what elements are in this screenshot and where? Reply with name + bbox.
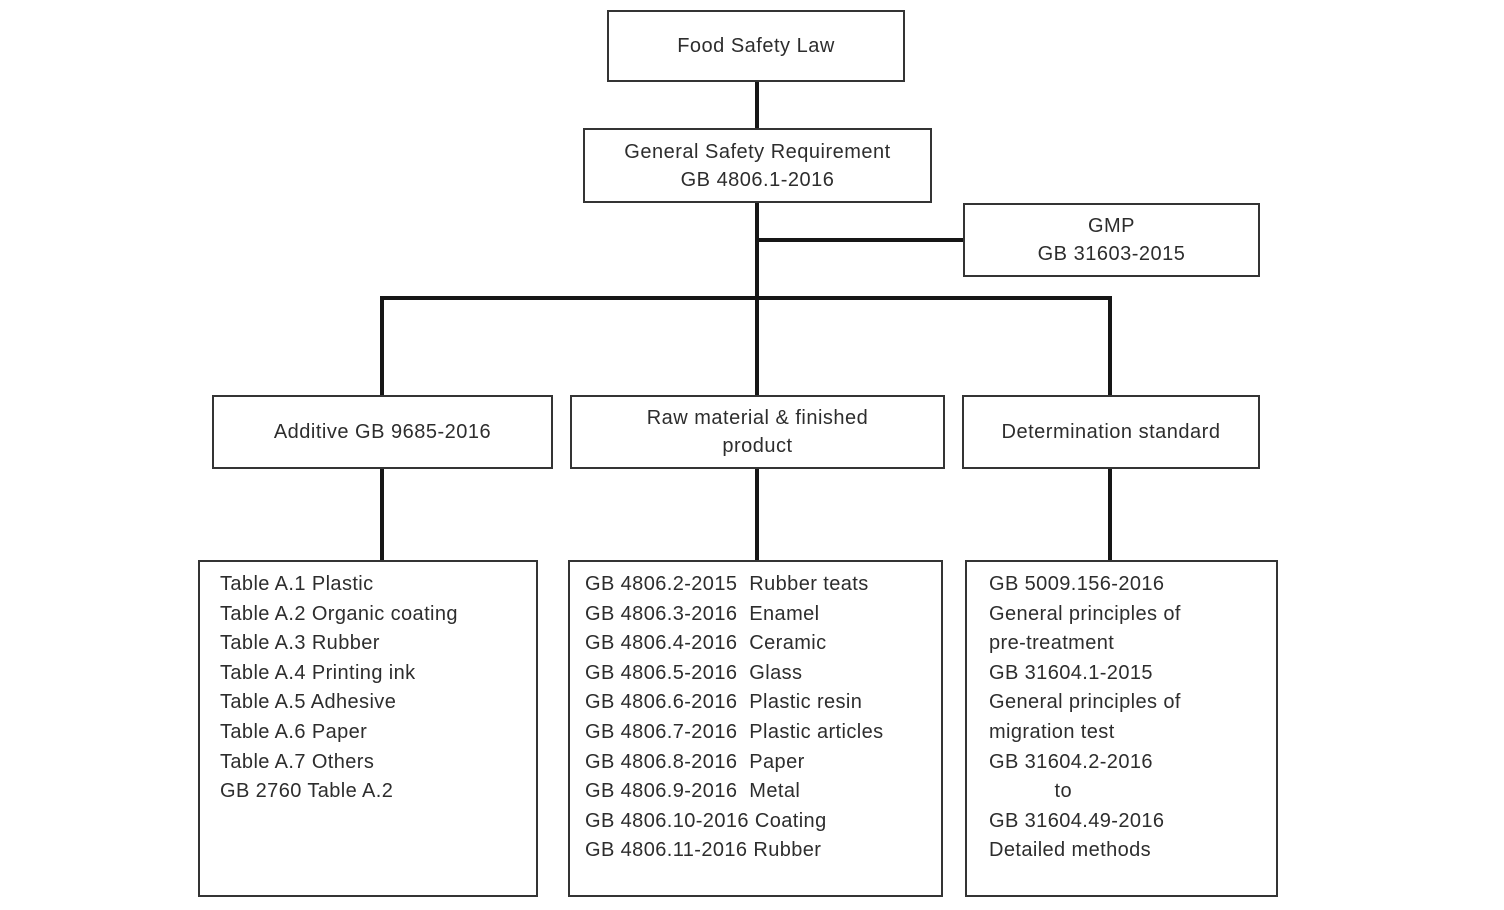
list-product-standards: GB 4806.2-2015 Rubber teats GB 4806.3-20… [568, 560, 943, 897]
node-gmp-label: GMP GB 31603-2015 [1037, 215, 1186, 265]
node-food-safety-law: Food Safety Law [607, 10, 905, 82]
list-additive-tables: Table A.1 Plastic Table A.2 Organic coat… [198, 560, 538, 897]
connector-additive-to-list [380, 468, 384, 561]
connector-to-gmp [757, 238, 964, 242]
list-additive-tables-text: Table A.1 Plastic Table A.2 Organic coat… [220, 573, 458, 803]
node-gmp: GMP GB 31603-2015 [963, 203, 1260, 277]
list-product-standards-text: GB 4806.2-2015 Rubber teats GB 4806.3-20… [585, 573, 884, 862]
connector-root-to-general [755, 82, 759, 129]
connector-raw-to-list [755, 468, 759, 561]
connector-branch-left-vertical [380, 296, 384, 396]
node-additive-label: Additive GB 9685-2016 [273, 421, 492, 443]
node-general-safety-requirement: General Safety Requirement GB 4806.1-201… [583, 128, 932, 203]
node-raw-material: Raw material & finished product [570, 395, 945, 469]
node-general-safety-requirement-label: General Safety Requirement GB 4806.1-201… [624, 140, 891, 191]
node-food-safety-law-label: Food Safety Law [677, 35, 835, 57]
list-determination-standards: GB 5009.156-2016 General principles of p… [965, 560, 1278, 897]
connector-branch-right-vertical [1108, 296, 1112, 396]
node-additive: Additive GB 9685-2016 [212, 395, 553, 469]
connector-determination-to-list [1108, 468, 1112, 561]
connector-branch-horizontal [380, 296, 1112, 300]
node-determination-standard: Determination standard [962, 395, 1260, 469]
node-determination-standard-label: Determination standard [1001, 421, 1221, 443]
list-determination-standards-text: GB 5009.156-2016 General principles of p… [989, 573, 1181, 862]
node-raw-material-label: Raw material & finished product [646, 407, 869, 457]
